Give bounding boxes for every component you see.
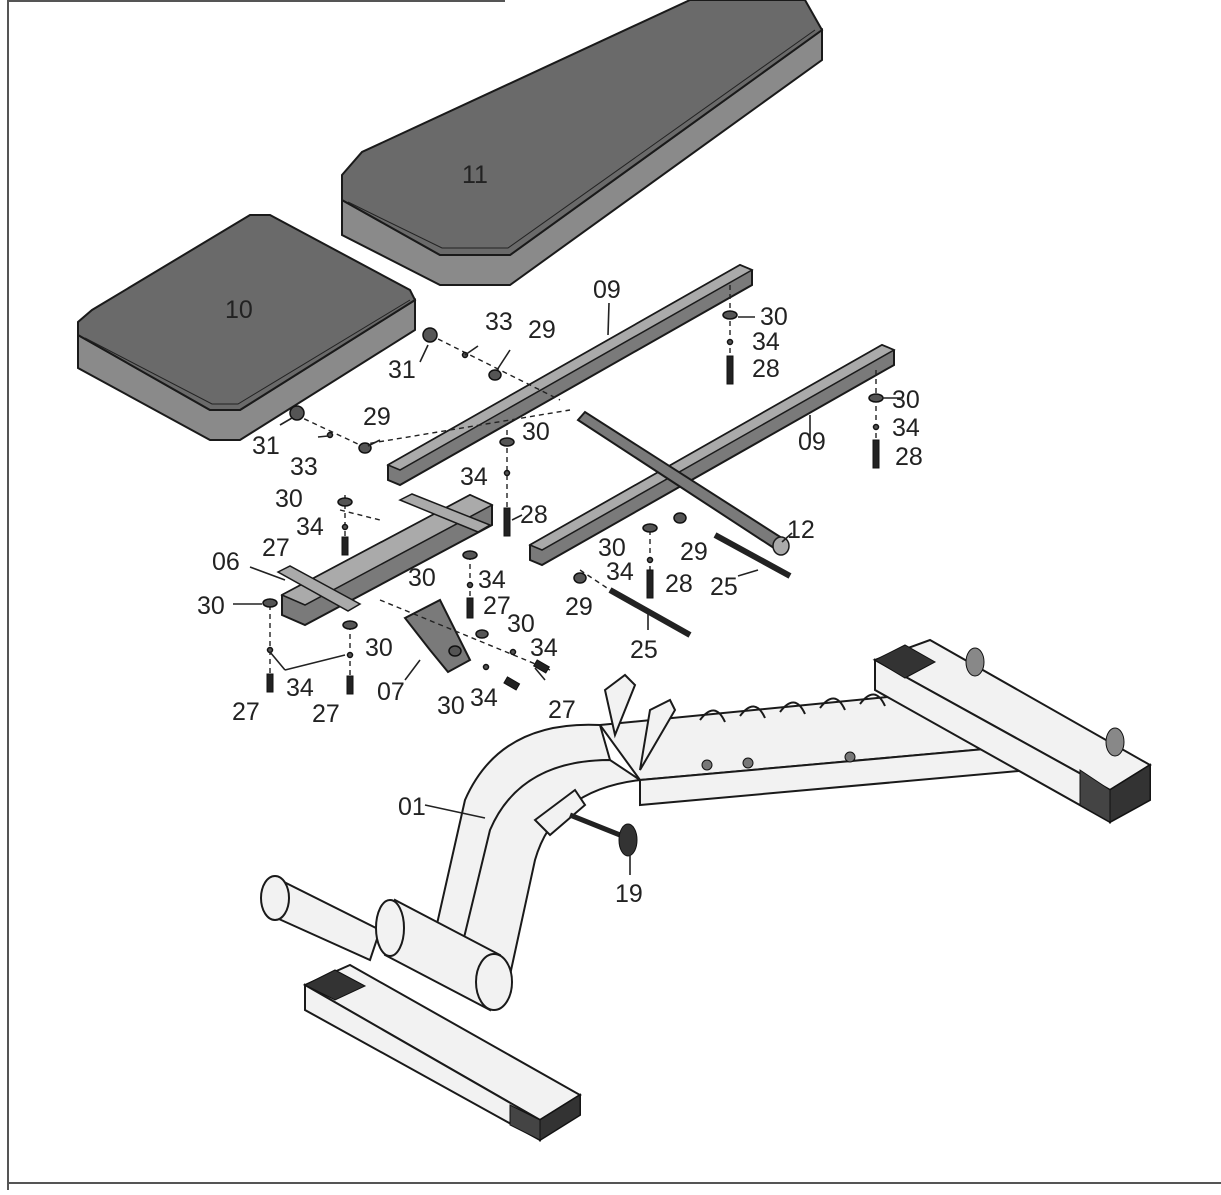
label-part-19: 19 bbox=[615, 880, 643, 908]
label-part-34: 34 bbox=[460, 463, 488, 491]
label-part-10: 10 bbox=[225, 296, 253, 324]
leader-lines bbox=[233, 302, 903, 875]
label-part-34: 34 bbox=[478, 566, 506, 594]
label-part-29: 29 bbox=[363, 403, 391, 431]
label-part-31: 31 bbox=[388, 356, 416, 384]
rail-09-upper bbox=[386, 263, 754, 487]
pin-25-back bbox=[713, 532, 792, 579]
label-part-30: 30 bbox=[437, 692, 465, 720]
label-part-30: 30 bbox=[760, 303, 788, 331]
frame-01 bbox=[260, 638, 1152, 1142]
label-part-27: 27 bbox=[262, 534, 290, 562]
label-part-28: 28 bbox=[895, 443, 923, 471]
label-part-34: 34 bbox=[470, 684, 498, 712]
rail-09-lower bbox=[528, 343, 896, 567]
label-part-28: 28 bbox=[665, 570, 693, 598]
pin-25-front bbox=[608, 587, 692, 638]
label-part-31: 31 bbox=[252, 432, 280, 460]
label-part-34: 34 bbox=[530, 634, 558, 662]
label-part-30: 30 bbox=[507, 610, 535, 638]
assembly-lines bbox=[269, 285, 877, 690]
label-part-06: 06 bbox=[212, 548, 240, 576]
label-part-34: 34 bbox=[286, 674, 314, 702]
label-part-07: 07 bbox=[377, 678, 405, 706]
label-part-29: 29 bbox=[565, 593, 593, 621]
label-part-28: 28 bbox=[752, 355, 780, 383]
back-pad-11 bbox=[341, 0, 824, 286]
label-part-27: 27 bbox=[483, 592, 511, 620]
label-part-30: 30 bbox=[598, 534, 626, 562]
label-part-30: 30 bbox=[197, 592, 225, 620]
label-part-30: 30 bbox=[275, 485, 303, 513]
plate-07 bbox=[403, 598, 472, 674]
label-part-27: 27 bbox=[232, 698, 260, 726]
label-part-01: 01 bbox=[398, 793, 426, 821]
part-labels: 11 10 09 09 30 34 28 30 34 28 33 29 31 2… bbox=[197, 161, 923, 908]
label-part-27: 27 bbox=[312, 700, 340, 728]
label-part-29: 29 bbox=[680, 538, 708, 566]
label-part-25: 25 bbox=[710, 573, 738, 601]
label-part-34: 34 bbox=[296, 513, 324, 541]
seat-pad-10 bbox=[77, 214, 417, 441]
label-part-30: 30 bbox=[522, 418, 550, 446]
label-part-30: 30 bbox=[408, 564, 436, 592]
bracket-06 bbox=[276, 493, 494, 627]
label-part-30: 30 bbox=[365, 634, 393, 662]
label-part-27: 27 bbox=[548, 696, 576, 724]
label-part-33: 33 bbox=[485, 308, 513, 336]
label-part-29: 29 bbox=[528, 316, 556, 344]
label-part-34: 34 bbox=[752, 328, 780, 356]
label-part-09-upper: 09 bbox=[593, 276, 621, 304]
label-part-12: 12 bbox=[787, 516, 815, 544]
hardware-parts bbox=[262, 310, 884, 695]
label-part-09-lower: 09 bbox=[798, 428, 826, 456]
label-part-33: 33 bbox=[290, 453, 318, 481]
label-part-25: 25 bbox=[630, 636, 658, 664]
label-part-28: 28 bbox=[520, 501, 548, 529]
label-part-34: 34 bbox=[892, 414, 920, 442]
label-part-34: 34 bbox=[606, 558, 634, 586]
label-part-30: 30 bbox=[892, 386, 920, 414]
label-part-11: 11 bbox=[462, 161, 488, 189]
